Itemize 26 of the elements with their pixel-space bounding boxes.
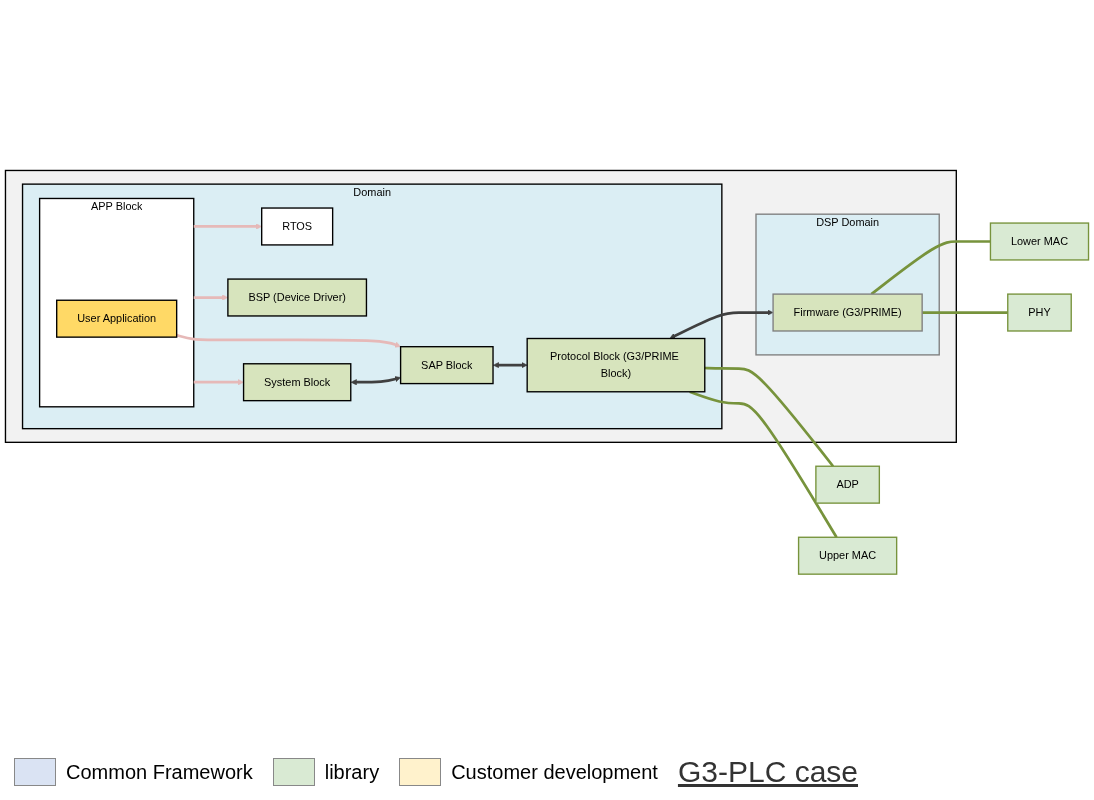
connector: [870, 239, 991, 295]
node-box: RTOS: [261, 207, 334, 246]
node-box: Protocol Block (G3/PRIME Block): [526, 337, 706, 393]
legend-text: Customer development: [451, 760, 658, 784]
node-box: User Application: [56, 299, 178, 338]
cluster: [4, 169, 957, 443]
node-box: Upper MAC: [797, 536, 898, 575]
arrow: [669, 309, 774, 339]
arrow: [193, 223, 262, 230]
arrow: [350, 375, 401, 385]
node-box: System Block: [242, 362, 352, 402]
arrow: [193, 378, 244, 385]
connector: [689, 390, 838, 538]
legend-text: library: [324, 760, 380, 784]
node-box: SAP Block: [399, 345, 494, 384]
connector: [704, 366, 835, 467]
arrow: [176, 333, 401, 348]
node-box: ADP: [815, 465, 881, 504]
node-box: BSP (Device Driver): [227, 278, 368, 317]
node-box: PHY: [1007, 293, 1072, 332]
node-box: Lower MAC: [989, 222, 1090, 261]
arrow: [493, 361, 528, 368]
node-box: Firmware (G3/PRIME): [772, 293, 923, 332]
connector: [922, 310, 1008, 314]
section-heading: G3-PLC case: [677, 755, 858, 789]
legend-text: Common Framework: [66, 760, 253, 784]
